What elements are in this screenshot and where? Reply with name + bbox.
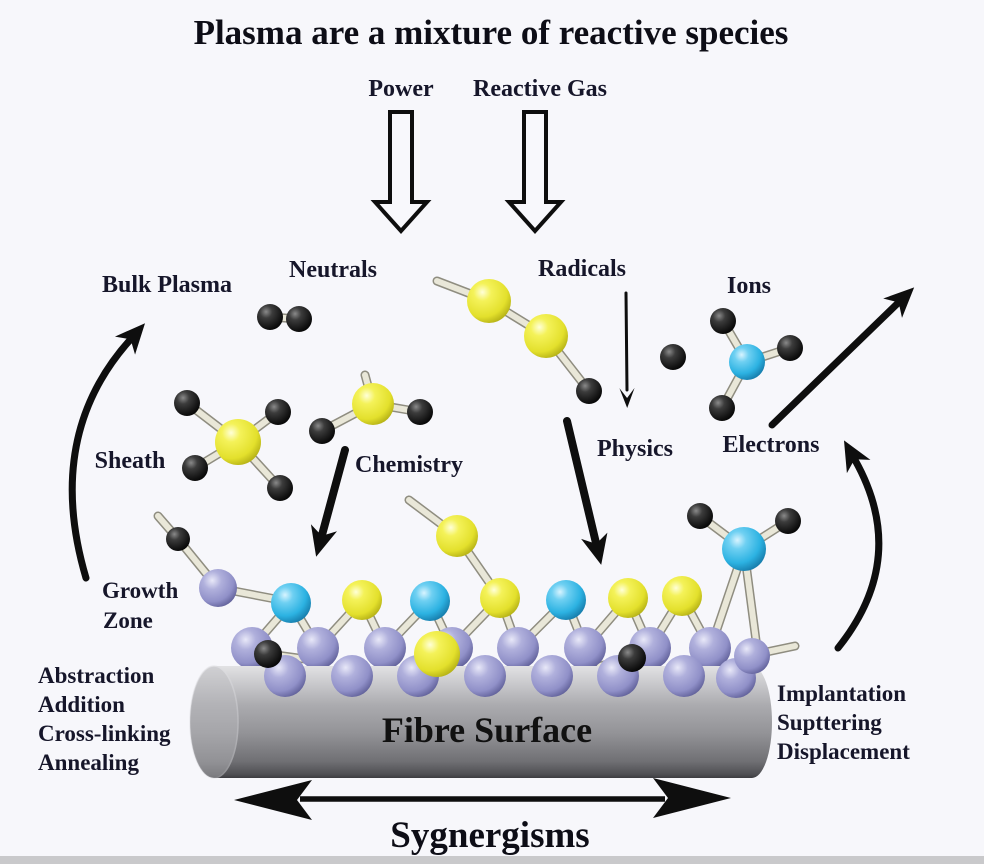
physics-arrow (563, 417, 608, 565)
black-atom (687, 503, 713, 529)
yellow-atom (662, 576, 702, 616)
black-atom (407, 399, 433, 425)
black-atom (182, 455, 208, 481)
growth-zone-label-line1: Growth (102, 578, 178, 603)
synergisms-label: Sygnergisms (390, 815, 589, 856)
black-atom (710, 308, 736, 334)
cyan-atom (722, 527, 766, 571)
purple-atom (364, 627, 406, 669)
black-atom (257, 304, 283, 330)
power-label: Power (368, 76, 434, 102)
input-arrows (370, 110, 566, 234)
yellow-atom (342, 580, 382, 620)
power-arrow (370, 110, 432, 234)
black-atom (777, 335, 803, 361)
purple-atom (297, 627, 339, 669)
black-atom (267, 475, 293, 501)
physics-label: Physics (597, 436, 673, 462)
bottom-strip (0, 856, 984, 864)
black-atom (618, 644, 646, 672)
purple-atom (564, 627, 606, 669)
process-addition: Addition (38, 692, 125, 717)
fibre-cylinder-cap (189, 665, 239, 779)
cyan-atom (546, 580, 586, 620)
sheath-to-bulk-arrow (68, 323, 146, 582)
yellow-atom (608, 578, 648, 618)
purple-atom (199, 569, 237, 607)
purple-atom (689, 627, 731, 669)
black-atom (576, 378, 602, 404)
neutrals-label: Neutrals (289, 257, 377, 283)
cyan-atom (729, 344, 765, 380)
process-displacement: Displacement (777, 739, 910, 764)
process-supttering: Supttering (777, 710, 882, 735)
black-atom (166, 527, 190, 551)
process-abstraction: Abstraction (38, 663, 154, 688)
radicals-label: Radicals (538, 256, 626, 282)
black-atom (709, 395, 735, 421)
process-implantation: Implantation (777, 681, 906, 706)
yellow-atom (467, 279, 511, 323)
sheath-label: Sheath (95, 448, 166, 474)
purple-atom (331, 655, 373, 697)
radicals-arrow (619, 291, 635, 408)
fibre-surface-label: Fibre Surface (382, 710, 592, 750)
yellow-atom (436, 515, 478, 557)
black-atom (775, 508, 801, 534)
molecule-spheres-back (166, 279, 803, 669)
electrons-label: Electrons (723, 432, 820, 458)
bulk-plasma-label: Bulk Plasma (102, 272, 232, 298)
chemistry-arrow (310, 446, 349, 557)
purple-atom (734, 638, 770, 674)
cyan-atom (410, 581, 450, 621)
black-atom (660, 344, 686, 370)
reactive-gas-arrow (504, 110, 566, 234)
black-atom (286, 306, 312, 332)
purple-atom (497, 627, 539, 669)
synergisms-arrow-left-head (234, 780, 312, 820)
black-atom (265, 399, 291, 425)
surface-processes-right: Implantation Supttering Displacement (777, 681, 910, 764)
molecule-spheres-front (254, 631, 770, 698)
purple-atom (531, 655, 573, 697)
process-arrows (68, 287, 915, 652)
purple-atom (464, 655, 506, 697)
electrons-to-ions-arrow (768, 287, 915, 429)
yellow-atom (524, 314, 568, 358)
purple-atom (663, 655, 705, 697)
black-atom (309, 418, 335, 444)
yellow-atom (352, 383, 394, 425)
black-atom (254, 640, 282, 668)
growth-zone-label-line2: Zone (103, 608, 153, 633)
black-atom (174, 390, 200, 416)
yellow-atom (480, 578, 520, 618)
process-annealing: Annealing (38, 750, 139, 775)
cyan-atom (271, 583, 311, 623)
page-title: Plasma are a mixture of reactive species (194, 13, 789, 52)
synergisms-arrow-right-head (653, 778, 731, 818)
surface-processes-left: Abstraction Addition Cross-linking Annea… (38, 663, 171, 775)
surface-to-electrons-arrow (834, 440, 883, 652)
yellow-atom (414, 631, 460, 677)
yellow-atom (215, 419, 261, 465)
chemistry-label: Chemistry (355, 452, 463, 478)
process-cross-linking: Cross-linking (38, 721, 171, 746)
ions-label: Ions (727, 273, 771, 299)
reactive-gas-label: Reactive Gas (473, 76, 607, 102)
synergisms-arrow (234, 778, 731, 820)
